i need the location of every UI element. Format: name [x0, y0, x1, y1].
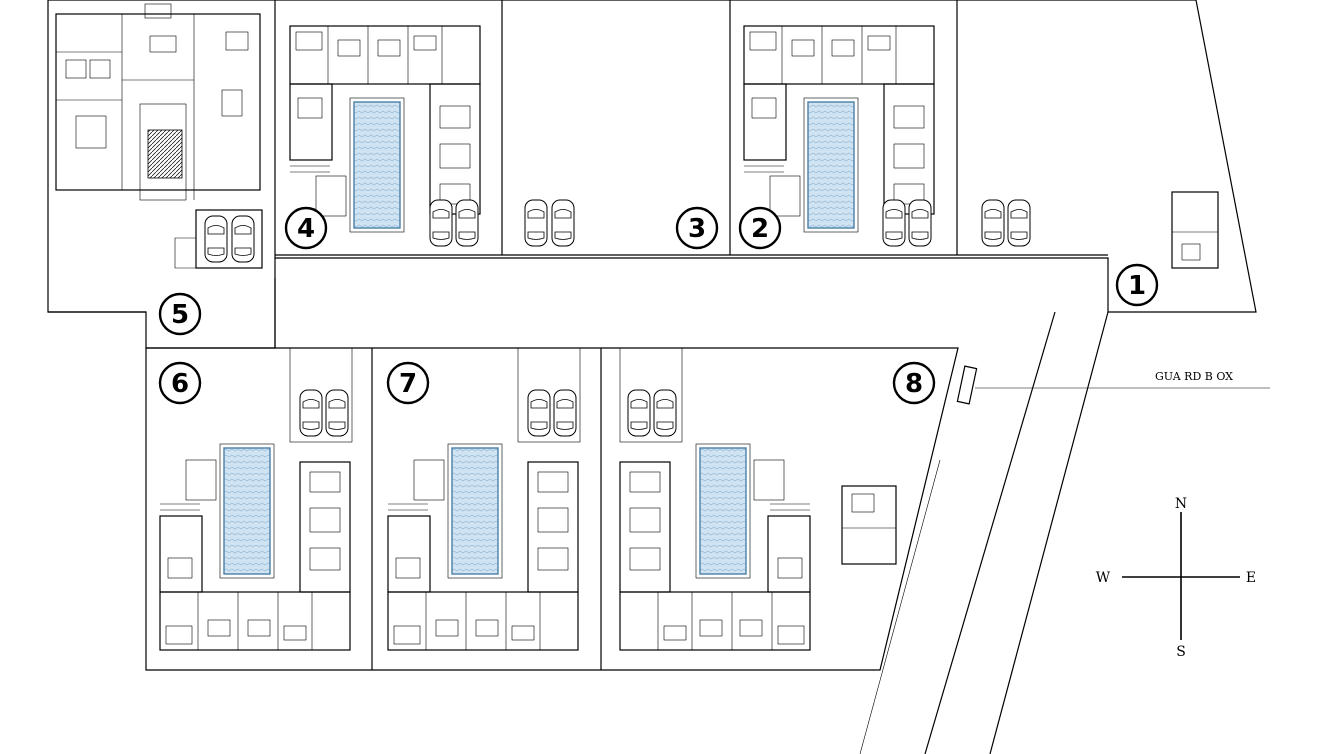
lot-marker-6: 6 — [158, 361, 202, 405]
carport-lot-7 — [517, 347, 581, 443]
house-lot-1 — [981, 191, 1219, 269]
compass: N S W E — [1096, 496, 1256, 660]
lot-number-2: 2 — [751, 214, 769, 244]
lot-marker-3: 3 — [675, 206, 719, 250]
site-boundary — [47, 0, 1270, 754]
guard-box-label: GUA RD B OX — [1155, 370, 1233, 383]
lot-marker-8: 8 — [892, 361, 936, 405]
lot-number-7: 7 — [399, 369, 417, 399]
house-lot-6 — [159, 443, 351, 651]
lot-number-6: 6 — [171, 369, 189, 399]
carport-lot-6 — [289, 347, 353, 443]
compass-south: S — [1176, 644, 1186, 660]
lot-number-1: 1 — [1128, 271, 1146, 301]
compass-east: E — [1246, 570, 1256, 586]
carport-lot-8 — [619, 347, 897, 565]
compass-north: N — [1175, 496, 1187, 512]
lot-number-3: 3 — [688, 214, 706, 244]
lot-marker-7: 7 — [386, 361, 430, 405]
lot-marker-1: 1 — [1115, 263, 1159, 307]
house-lot-5 — [55, 3, 263, 269]
house-lot-8 — [619, 443, 811, 651]
lot-number-5: 5 — [171, 300, 189, 330]
lot-marker-4: 4 — [284, 206, 328, 250]
lot-marker-5: 5 — [158, 292, 202, 336]
lot-marker-2: 2 — [738, 206, 782, 250]
house-lot-7 — [387, 443, 579, 651]
lot-number-8: 8 — [905, 369, 923, 399]
compass-west: W — [1096, 570, 1111, 586]
lot-number-4: 4 — [297, 214, 315, 244]
